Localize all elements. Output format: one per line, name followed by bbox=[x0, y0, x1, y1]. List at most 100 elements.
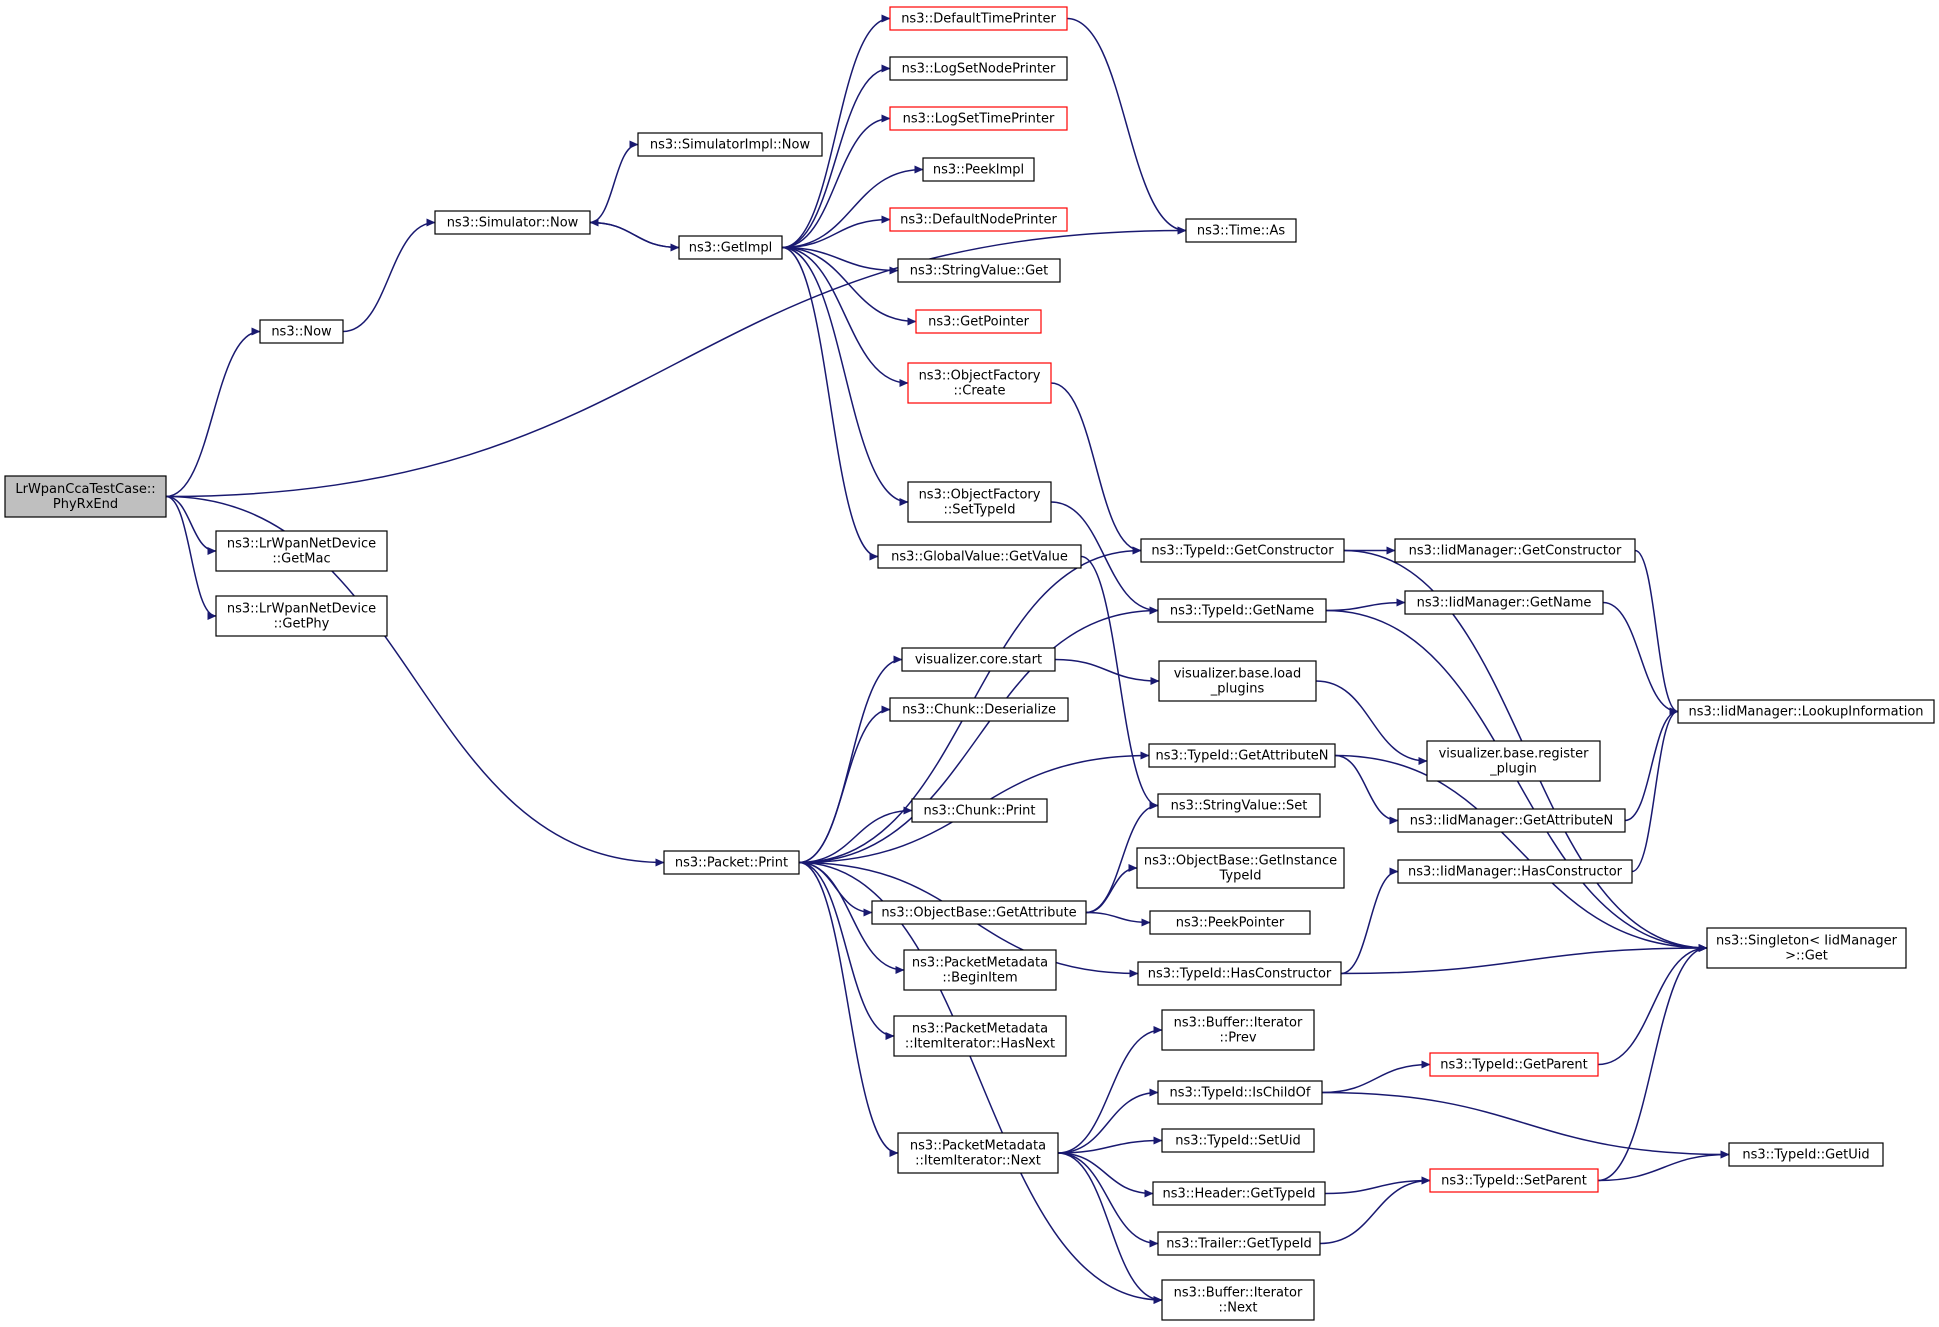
node-box[interactable] bbox=[1185, 218, 1297, 243]
node-box[interactable] bbox=[1136, 847, 1345, 889]
node-ns3-iidmanager-lookupinformation[interactable]: ns3::IidManager::LookupInformation bbox=[1677, 699, 1935, 724]
node-box[interactable] bbox=[1157, 598, 1327, 623]
node-box[interactable] bbox=[907, 481, 1052, 523]
node-box[interactable] bbox=[1404, 590, 1604, 615]
node-ns3-simulatorimpl-now[interactable]: ns3::SimulatorImpl::Now bbox=[637, 132, 823, 157]
node-ns3-objectfactory-create[interactable]: ns3::ObjectFactory::Create bbox=[907, 362, 1052, 404]
node-box[interactable] bbox=[1397, 859, 1633, 884]
node-visualizer-base-load-plugins[interactable]: visualizer.base.load_plugins bbox=[1158, 660, 1317, 702]
node-box[interactable] bbox=[434, 210, 591, 235]
node-ns3-typeid-setparent[interactable]: ns3::TypeId::SetParent bbox=[1429, 1168, 1599, 1193]
node-box[interactable] bbox=[663, 850, 800, 875]
node-box[interactable] bbox=[889, 697, 1069, 722]
node-box[interactable] bbox=[915, 309, 1042, 334]
node-box[interactable] bbox=[901, 647, 1056, 672]
node-ns3-defaulttimeprinter[interactable]: ns3::DefaultTimePrinter bbox=[889, 6, 1068, 31]
node-ns3-typeid-getname[interactable]: ns3::TypeId::GetName bbox=[1157, 598, 1327, 623]
node-box[interactable] bbox=[922, 157, 1035, 182]
node-box[interactable] bbox=[897, 1132, 1059, 1174]
node-visualizer-core-start[interactable]: visualizer.core.start bbox=[901, 647, 1056, 672]
node-ns3-objectfactory-settypeid[interactable]: ns3::ObjectFactory::SetTypeId bbox=[907, 481, 1052, 523]
node-box[interactable] bbox=[889, 6, 1068, 31]
node-box[interactable] bbox=[893, 1015, 1067, 1057]
node-box[interactable] bbox=[1429, 1052, 1599, 1077]
node-box[interactable] bbox=[911, 798, 1048, 823]
node-box[interactable] bbox=[1161, 1128, 1315, 1153]
node-box[interactable] bbox=[1426, 740, 1601, 782]
node-ns3-typeid-getconstructor[interactable]: ns3::TypeId::GetConstructor bbox=[1140, 538, 1345, 563]
node-ns3-packet-print[interactable]: ns3::Packet::Print bbox=[663, 850, 800, 875]
node-ns3-logsetnodeprinter[interactable]: ns3::LogSetNodePrinter bbox=[889, 56, 1068, 81]
node-box[interactable] bbox=[1149, 910, 1311, 935]
node-visualizer-base-register-plugin[interactable]: visualizer.base.register_plugin bbox=[1426, 740, 1601, 782]
node-box[interactable] bbox=[871, 900, 1087, 925]
node-ns3-now[interactable]: ns3::Now bbox=[259, 319, 344, 344]
node-box[interactable] bbox=[1429, 1168, 1599, 1193]
node-ns3-typeid-setuid[interactable]: ns3::TypeId::SetUid bbox=[1161, 1128, 1315, 1153]
node-box[interactable] bbox=[889, 207, 1068, 232]
node-box[interactable] bbox=[903, 949, 1057, 991]
node-box[interactable] bbox=[889, 56, 1068, 81]
node-ns3-iidmanager-getconstructor[interactable]: ns3::IidManager::GetConstructor bbox=[1394, 538, 1636, 563]
node-ns3-chunk-print[interactable]: ns3::Chunk::Print bbox=[911, 798, 1048, 823]
node-box[interactable] bbox=[215, 595, 388, 637]
node-lrwpanccatestcase-phyrxend[interactable]: LrWpanCcaTestCase::PhyRxEnd bbox=[4, 475, 167, 518]
node-ns3-iidmanager-getattributen[interactable]: ns3::IidManager::GetAttributeN bbox=[1397, 808, 1626, 833]
node-box[interactable] bbox=[1148, 743, 1336, 768]
node-box[interactable] bbox=[897, 258, 1061, 283]
node-box[interactable] bbox=[907, 362, 1052, 404]
node-box[interactable] bbox=[1140, 538, 1345, 563]
node-ns3-getpointer[interactable]: ns3::GetPointer bbox=[915, 309, 1042, 334]
node-ns3-time-as[interactable]: ns3::Time::As bbox=[1185, 218, 1297, 243]
node-box[interactable] bbox=[1397, 808, 1626, 833]
node-ns3-peekpointer[interactable]: ns3::PeekPointer bbox=[1149, 910, 1311, 935]
node-ns3-iidmanager-hasconstructor[interactable]: ns3::IidManager::HasConstructor bbox=[1397, 859, 1633, 884]
node-ns3-simulator-now[interactable]: ns3::Simulator::Now bbox=[434, 210, 591, 235]
node-ns3-buffer-iterator-next[interactable]: ns3::Buffer::Iterator::Next bbox=[1161, 1279, 1315, 1321]
node-ns3-typeid-getattributen[interactable]: ns3::TypeId::GetAttributeN bbox=[1148, 743, 1336, 768]
node-box[interactable] bbox=[1158, 660, 1317, 702]
node-ns3-iidmanager-getname[interactable]: ns3::IidManager::GetName bbox=[1404, 590, 1604, 615]
node-ns3-typeid-hasconstructor[interactable]: ns3::TypeId::HasConstructor bbox=[1137, 961, 1342, 986]
node-ns3-lrwpannetdevice-getmac[interactable]: ns3::LrWpanNetDevice::GetMac bbox=[215, 530, 388, 572]
node-ns3-globalvalue-getvalue[interactable]: ns3::GlobalValue::GetValue bbox=[877, 544, 1082, 569]
node-ns3-defaultnodeprinter[interactable]: ns3::DefaultNodePrinter bbox=[889, 207, 1068, 232]
node-ns3-packetmetadata-itemiterator-next[interactable]: ns3::PacketMetadata::ItemIterator::Next bbox=[897, 1132, 1059, 1174]
node-box[interactable] bbox=[1161, 1009, 1315, 1051]
node-box[interactable] bbox=[1728, 1142, 1884, 1167]
node-box[interactable] bbox=[877, 544, 1082, 569]
node-ns3-getimpl[interactable]: ns3::GetImpl bbox=[678, 235, 783, 260]
node-box[interactable] bbox=[1394, 538, 1636, 563]
node-ns3-buffer-iterator-prev[interactable]: ns3::Buffer::Iterator::Prev bbox=[1161, 1009, 1315, 1051]
node-ns3-singleton-iidmanager-get[interactable]: ns3::Singleton< IidManager >::Get bbox=[1706, 927, 1907, 969]
node-box[interactable] bbox=[1157, 793, 1321, 818]
node-ns3-packetmetadata-beginitem[interactable]: ns3::PacketMetadata::BeginItem bbox=[903, 949, 1057, 991]
node-ns3-chunk-deserialize[interactable]: ns3::Chunk::Deserialize bbox=[889, 697, 1069, 722]
node-box[interactable] bbox=[259, 319, 344, 344]
node-box[interactable] bbox=[4, 475, 167, 518]
node-ns3-lrwpannetdevice-getphy[interactable]: ns3::LrWpanNetDevice::GetPhy bbox=[215, 595, 388, 637]
node-box[interactable] bbox=[1137, 961, 1342, 986]
node-ns3-stringvalue-set[interactable]: ns3::StringValue::Set bbox=[1157, 793, 1321, 818]
node-ns3-typeid-getparent[interactable]: ns3::TypeId::GetParent bbox=[1429, 1052, 1599, 1077]
node-box[interactable] bbox=[1677, 699, 1935, 724]
node-ns3-typeid-ischildof[interactable]: ns3::TypeId::IsChildOf bbox=[1157, 1080, 1323, 1105]
node-ns3-header-gettypeid[interactable]: ns3::Header::GetTypeId bbox=[1152, 1181, 1326, 1206]
node-box[interactable] bbox=[215, 530, 388, 572]
node-box[interactable] bbox=[1157, 1080, 1323, 1105]
node-ns3-objectbase-getattribute[interactable]: ns3::ObjectBase::GetAttribute bbox=[871, 900, 1087, 925]
node-box[interactable] bbox=[637, 132, 823, 157]
node-box[interactable] bbox=[678, 235, 783, 260]
node-box[interactable] bbox=[1706, 927, 1907, 969]
node-ns3-peekimpl[interactable]: ns3::PeekImpl bbox=[922, 157, 1035, 182]
node-box[interactable] bbox=[1157, 1231, 1321, 1256]
node-ns3-packetmetadata-itemiterator-hasnext[interactable]: ns3::PacketMetadata::ItemIterator::HasNe… bbox=[893, 1015, 1067, 1057]
node-box[interactable] bbox=[889, 106, 1068, 131]
node-ns3-typeid-getuid[interactable]: ns3::TypeId::GetUid bbox=[1728, 1142, 1884, 1167]
node-ns3-trailer-gettypeid[interactable]: ns3::Trailer::GetTypeId bbox=[1157, 1231, 1321, 1256]
node-ns3-logsettimeprinter[interactable]: ns3::LogSetTimePrinter bbox=[889, 106, 1068, 131]
node-box[interactable] bbox=[1161, 1279, 1315, 1321]
node-box[interactable] bbox=[1152, 1181, 1326, 1206]
node-ns3-stringvalue-get[interactable]: ns3::StringValue::Get bbox=[897, 258, 1061, 283]
